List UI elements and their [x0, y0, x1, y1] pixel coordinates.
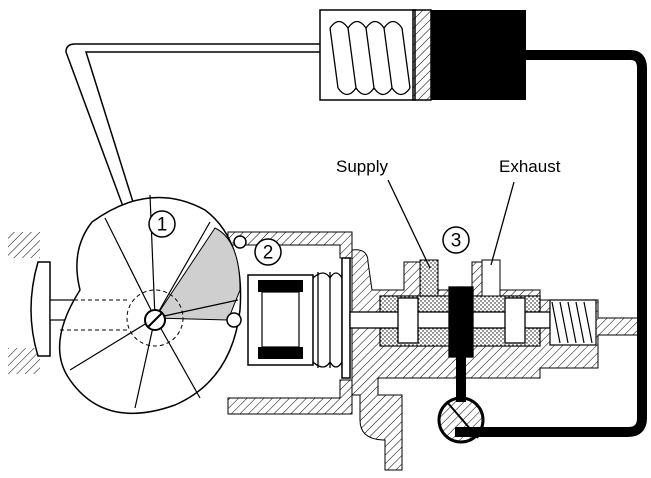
cam-follower-pin — [233, 235, 247, 249]
svg-text:3: 3 — [451, 231, 462, 252]
range-cam — [58, 194, 247, 415]
feedback-linkage — [65, 43, 320, 221]
svg-text:1: 1 — [157, 215, 168, 236]
actuator-spring — [329, 20, 411, 96]
spool-return-spring — [549, 299, 597, 346]
svg-text:2: 2 — [263, 243, 274, 264]
actuator-pressure-chamber — [431, 10, 526, 100]
range-spring-assembly — [247, 257, 351, 379]
cam-follower-roller — [226, 312, 242, 328]
callout-3: 3 — [442, 226, 470, 254]
cam-shaded-lobe — [154, 227, 241, 321]
callout-1: 1 — [148, 210, 176, 238]
actuator-cylinder — [319, 9, 526, 101]
exhaust-label: Exhaust — [499, 157, 561, 176]
actuator-air-line — [455, 50, 647, 437]
callout-2: 2 — [254, 238, 282, 266]
label-leaders — [387, 179, 515, 269]
relay-spool — [349, 286, 551, 358]
exhaust-port — [481, 259, 501, 297]
actuator-piston — [412, 9, 432, 101]
supply-label: Supply — [336, 157, 388, 176]
